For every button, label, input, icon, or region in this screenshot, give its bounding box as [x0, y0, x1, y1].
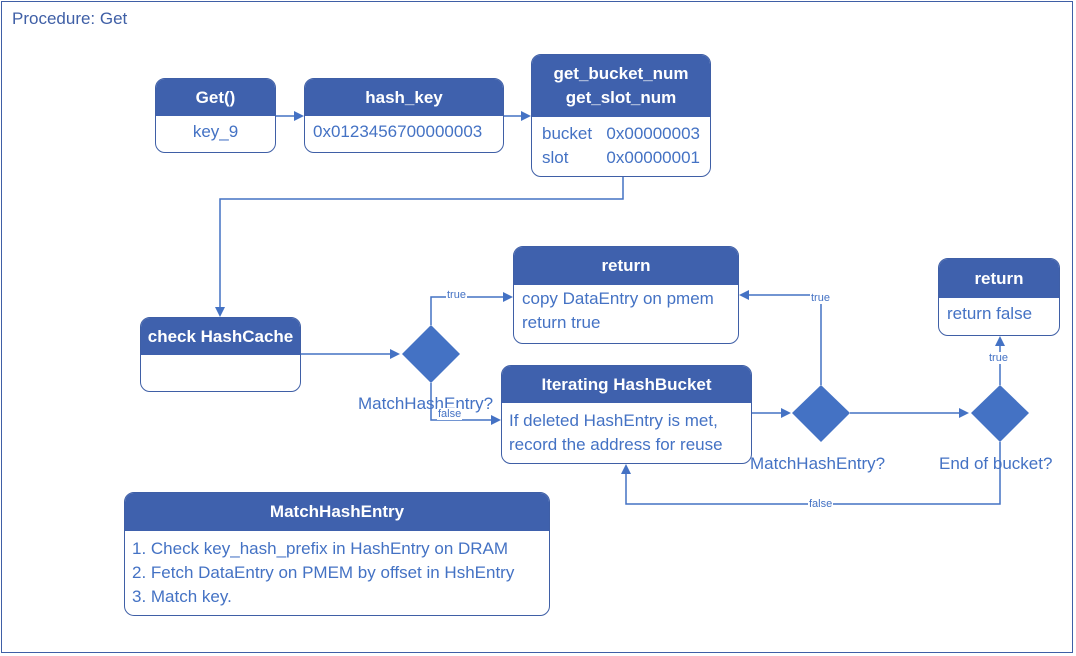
decision-diamond-end	[971, 385, 1029, 442]
edge-label-match1-false: false	[437, 408, 463, 420]
matchhashentry-definition-box: MatchHashEntry 1. Check key_hash_prefix …	[124, 492, 550, 616]
iterating-line-1: If deleted HashEntry is met,	[509, 411, 718, 430]
slot-value: 0x00000001	[606, 148, 700, 167]
bucket-value: 0x00000003	[606, 124, 700, 143]
diagram-title: Procedure: Get	[12, 9, 128, 28]
get-key: key_9	[192, 122, 239, 141]
decision-label-match2: MatchHashEntry?	[750, 454, 886, 473]
matchhashentry-step-3: 3. Match key.	[132, 587, 232, 606]
edge-label-end-true: true	[988, 352, 1009, 364]
get-box: Get() key_9	[155, 78, 276, 153]
arrow-match2-true	[739, 290, 822, 385]
check-hashcache-box: check HashCache	[140, 317, 301, 392]
matchhashentry-header: MatchHashEntry	[125, 493, 549, 531]
arrow-bucket-to-cache	[215, 177, 624, 317]
bucket-header-line: get_bucket_num	[553, 64, 689, 83]
return-false-header: return	[939, 259, 1059, 298]
decision-diamond-match1	[402, 325, 460, 383]
return-false-line: return false	[947, 304, 1033, 323]
iterating-hashbucket-box: Iterating HashBucket If deleted HashEntr…	[501, 365, 752, 464]
bucket-slot-box: get_bucket_num get_slot_num bucket 0x000…	[531, 54, 711, 177]
check-hashcache-header: check HashCache	[141, 318, 300, 355]
matchhashentry-step-1: 1. Check key_hash_prefix in HashEntry on…	[132, 539, 509, 558]
bucket-slot-header: get_bucket_num get_slot_num	[532, 55, 710, 117]
decision-label-end: End of bucket?	[939, 454, 1053, 473]
return-true-box: return copy DataEntry on pmem return tru…	[513, 246, 739, 344]
bucket-label: bucket	[542, 124, 593, 143]
edge-label-end-false: false	[808, 498, 834, 510]
slot-label: slot	[542, 148, 569, 167]
arrow-match1-true	[430, 292, 513, 325]
return-false-box: return return false	[938, 258, 1060, 336]
hash-key-header: hash_key	[305, 79, 503, 116]
bucket-row: bucket 0x00000003	[542, 122, 700, 146]
get-header: Get()	[156, 79, 275, 116]
slot-row: slot 0x00000001	[542, 146, 700, 170]
hash-key-value: 0x0123456700000003	[313, 122, 483, 141]
arrow-match1-false	[430, 383, 501, 425]
iterating-line-2: record the address for reuse	[509, 435, 723, 454]
edge-label-match2-true: true	[810, 292, 831, 304]
iterating-header: Iterating HashBucket	[502, 366, 751, 403]
return-true-header: return	[514, 247, 738, 285]
return-true-line-1: copy DataEntry on pmem	[522, 289, 714, 308]
matchhashentry-step-2: 2. Fetch DataEntry on PMEM by offset in …	[132, 563, 515, 582]
decision-label-match1: MatchHashEntry?	[358, 394, 494, 413]
return-true-line-2: return true	[522, 313, 601, 332]
hash-key-box: hash_key 0x0123456700000003	[304, 78, 504, 153]
slot-header-line: get_slot_num	[565, 88, 677, 107]
edge-label-match1-true: true	[446, 289, 467, 301]
decision-diamond-match2	[792, 385, 850, 442]
